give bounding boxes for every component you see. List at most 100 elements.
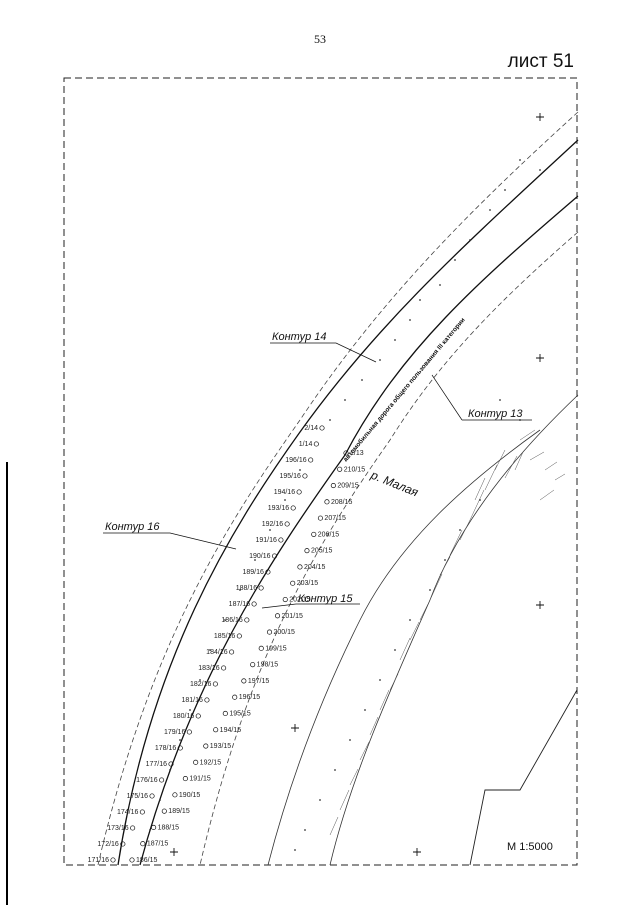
contour-15-point-marker <box>304 548 310 554</box>
contour-16-point-label: 196/16 <box>285 457 307 464</box>
contour-label-14: Контур 14 <box>272 331 326 343</box>
contour-15-point-label: 205/15 <box>311 548 333 555</box>
contour-15-point-marker <box>241 678 247 684</box>
contour-16-point-label: 2/14 <box>304 425 318 432</box>
contour-15-point-label: 191/15 <box>189 776 211 783</box>
contour-15-point-label: 188/15 <box>158 824 180 831</box>
contour-16-point-marker <box>313 441 319 447</box>
contour-15-point-label: 187/15 <box>147 841 169 848</box>
contour-15-point-label: 201/15 <box>282 613 304 620</box>
contour-15-point-marker <box>250 662 256 668</box>
contour-16-point-label: 179/16 <box>164 729 186 736</box>
contour-16-point-marker <box>271 553 278 559</box>
binding-edge-bar <box>6 462 8 905</box>
contour-15-point-marker <box>282 596 288 603</box>
contour-16-point-label: 172/16 <box>97 841 119 848</box>
contour-16-point-label: 181/16 <box>182 697 204 704</box>
road-label: автомобильная дорога общего пользования … <box>341 316 466 463</box>
contour-16-point-label: 183/16 <box>198 665 220 672</box>
leader-lines <box>103 342 532 609</box>
map-scale: М 1:5000 <box>507 841 553 853</box>
contour-15-point-marker <box>266 629 273 635</box>
contour-15-point-label: 195/15 <box>229 710 251 717</box>
contour-15-point-label: 193/15 <box>210 743 232 750</box>
contour-15-point-marker <box>203 743 209 749</box>
contour-15-point-label: 190/15 <box>179 792 201 799</box>
contour-16-point-marker <box>204 697 210 703</box>
contour-15-point-label: 186/15 <box>136 857 158 864</box>
contour-15-point-marker <box>290 580 296 586</box>
contour-16-point-marker <box>284 521 290 527</box>
contour-15-point-marker <box>317 515 323 521</box>
contour-16-point-label: 173/16 <box>107 825 129 832</box>
contour-16-point-label: 175/16 <box>127 793 149 800</box>
contour-15-point-marker <box>161 808 167 814</box>
contour-16-point-label: 195/16 <box>280 473 302 480</box>
contour-16-point-label: 193/16 <box>268 505 290 512</box>
contour-16-point-label: 188/16 <box>236 585 258 592</box>
contour-15-point-label: 202/15 <box>289 597 311 604</box>
contour-16-point-marker <box>139 809 145 815</box>
contour-16-point-marker <box>290 505 296 511</box>
contour-16-point-marker <box>149 793 155 799</box>
contour-label-15: Контур 15 <box>298 593 353 605</box>
contour-16-point-label: 191/16 <box>255 537 277 544</box>
contour-16-point-label: 192/16 <box>262 521 284 528</box>
contour-label-13: Контур 13 <box>468 408 523 420</box>
contour-15-point-label: 192/15 <box>200 759 222 766</box>
contour-15-point-marker <box>324 499 330 505</box>
contour-16-point-label: 178/16 <box>155 745 177 752</box>
page-number: 53 <box>314 32 326 46</box>
contour-16-point-label: 190/16 <box>249 553 271 560</box>
contour-15-point-marker <box>222 710 228 717</box>
sheet-label: лист 51 <box>507 51 574 72</box>
contour-16-point-marker <box>265 569 271 575</box>
contour-16-point-label: 189/16 <box>242 569 264 576</box>
river-bank-right <box>329 394 579 866</box>
contour-15-point-label: 208/15 <box>331 499 353 506</box>
contour-16-point-marker <box>296 489 302 495</box>
contour-15-point-marker <box>337 466 343 472</box>
contour-16-point-label: 180/16 <box>173 713 195 720</box>
river-label: р. Малая <box>368 467 421 499</box>
contour-16-point-marker <box>308 457 314 463</box>
contour-16-point-marker <box>110 857 116 863</box>
contour-16-point-label: 174/16 <box>117 809 139 816</box>
contour-16-point-marker <box>221 665 227 671</box>
contour-16-point-marker <box>177 745 183 751</box>
contour-16-point-marker <box>168 761 174 767</box>
grid-crosses <box>170 113 544 856</box>
contour-15-line <box>139 195 579 866</box>
contour-16-point-label: 171/16 <box>88 857 110 864</box>
contour-15-point-label: 196/15 <box>239 694 261 701</box>
contour-15-point-marker <box>343 450 349 456</box>
contour-16-point-marker <box>120 841 126 847</box>
contour-15-point-marker <box>311 531 317 537</box>
contour-16-point-marker <box>212 681 218 687</box>
contour-15-point-label: 194/15 <box>220 727 242 734</box>
contour-16-point-marker <box>302 473 308 479</box>
contour-15-point-label: 207/15 <box>324 515 346 522</box>
contour-15-point-marker <box>182 776 188 782</box>
contour-15-point-label: 206/15 <box>318 531 340 538</box>
contour-15-point-label: 198/15 <box>257 662 279 669</box>
contour-16-point-label: 187/16 <box>229 601 251 608</box>
contour-15-point-label: 189/15 <box>168 808 190 815</box>
contour-16-point-marker <box>278 537 284 543</box>
contour-16-point-label: 184/16 <box>206 649 228 656</box>
contour-15-point-marker <box>232 694 238 700</box>
contour-16-line <box>117 139 579 866</box>
contour-16-point-marker <box>319 425 325 431</box>
contour-15-point-marker <box>213 727 219 733</box>
contour-16-point-marker <box>251 601 257 607</box>
contour-15-point-marker <box>330 483 336 489</box>
contour-16-point-marker <box>236 633 242 639</box>
contour-16-point-label: 194/16 <box>274 489 296 496</box>
contour-15-point-label: 1/13 <box>350 450 364 457</box>
map-frame <box>63 77 578 866</box>
contour-15-point-marker <box>140 841 146 847</box>
contour-15-point-label: 209/15 <box>337 483 359 490</box>
contour-16-point-marker <box>195 713 201 719</box>
river-bank-left <box>267 429 541 866</box>
